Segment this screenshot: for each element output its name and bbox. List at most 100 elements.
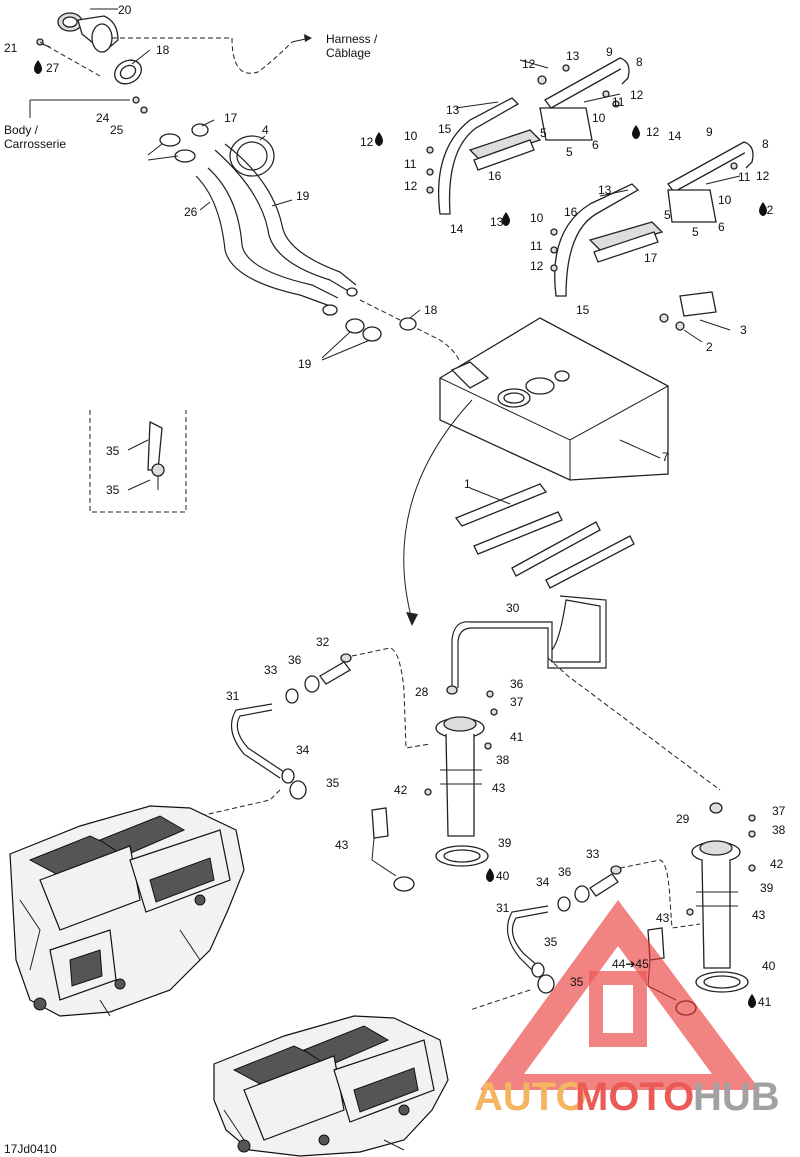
callout: 10 [592,111,606,125]
callout: 10 [718,193,732,207]
callout: 13 [446,103,460,117]
assembly-arrow [403,399,473,621]
callout: 12 [760,203,774,217]
callout: 15 [438,122,452,136]
callout: 5 [566,145,573,159]
callout: 12 [530,259,544,273]
callout: 36 [558,865,572,879]
callout-numbers: 1 2 3 4 5 5 5 5 6 6 7 8 8 9 9 10 10 10 1… [4,3,786,1009]
callout: 10 [530,211,544,225]
clamps-lower [321,309,421,361]
callout: 9 [606,45,613,59]
fuel-tank [439,317,669,481]
callout: 14 [450,222,464,236]
callout: 9 [706,125,713,139]
watermark-auto: AUTO [474,1075,587,1119]
callout: 3 [740,323,747,337]
callout: 18 [156,43,170,57]
callout: 31 [496,901,510,915]
callout: 32 [316,635,330,649]
callout: 33 [586,847,600,861]
filler-neck-assembly [36,12,275,177]
callout: 42 [770,857,784,871]
callout: 34 [296,743,310,757]
callout: 7 [662,450,669,464]
callout: 40 [762,959,776,973]
tank-straps-upper [426,57,630,215]
callout: 12 [630,88,644,102]
bolts-2-3 [659,291,731,343]
callout: 39 [498,836,512,850]
inset-clamp-box [89,410,187,513]
callout: 1 [464,477,471,491]
callout: 5 [540,126,547,140]
callout: 26 [184,205,198,219]
callout: 11 [612,95,625,109]
callout: 21 [4,41,18,55]
callout: 36 [288,653,302,667]
callout: 14 [668,129,682,143]
callout: 4 [262,123,269,137]
callout: 10 [404,129,418,143]
watermark-hub: HUB [693,1075,780,1119]
watermark-triangle-logo [480,900,760,1090]
callout: 43 [335,838,349,852]
drop-icon [502,212,510,226]
callout: 6 [718,220,725,234]
drop-icon [759,202,767,216]
filler-hoses [195,143,358,316]
callout: 30 [506,601,520,615]
harness-label-1: Harness / [326,32,378,46]
callout: 35 [326,776,340,790]
callout: 11 [404,157,417,171]
drop-icon [748,994,756,1008]
tank-pads [454,483,635,589]
callout: 16 [488,169,502,183]
drop-icons [34,60,767,1008]
callout: 35 [544,935,558,949]
callout: 12 [360,135,374,149]
drop-icon [34,60,42,74]
callout: 34 [536,875,550,889]
drop-icon [632,125,640,139]
body-label-1: Body / [4,123,39,137]
callout: 36 [510,677,524,691]
callout: 37 [510,695,524,709]
callout: 8 [636,55,643,69]
labels: Harness / Câblage Body / Carrosserie 17J… [4,32,378,1156]
callout: 12 [404,179,418,193]
fuel-pump-assembly-1 [371,595,721,892]
callout: 20 [118,3,132,17]
callout: 24 [96,111,110,125]
callout: 12 [522,57,536,71]
callout: 39 [760,881,774,895]
callout: 8 [762,137,769,151]
callout: 44➔45 [612,957,649,971]
callout: 17 [224,111,238,125]
callout: 6 [592,138,599,152]
callout: 38 [496,753,510,767]
engine-1 [9,805,245,1017]
callout: 38 [772,823,786,837]
callout: 35 [106,444,120,458]
callout: 16 [564,205,578,219]
callout: 43 [492,781,506,795]
callout: 5 [664,208,671,222]
callout: 29 [676,812,690,826]
body-label-2: Carrosserie [4,137,66,151]
top-left-leaders [29,8,461,363]
callout: 11 [738,170,751,184]
callout: 35 [570,975,584,989]
callout: 41 [758,995,772,1009]
callout: 19 [296,189,310,203]
callout: 19 [298,357,312,371]
callout: 15 [576,303,590,317]
callout: 33 [264,663,278,677]
callout: 2 [706,340,713,354]
fuel-line-1 [199,647,431,817]
callout: 13 [598,183,612,197]
callout: 11 [530,239,543,253]
drop-icon [486,868,494,882]
callout: 43 [752,908,766,922]
